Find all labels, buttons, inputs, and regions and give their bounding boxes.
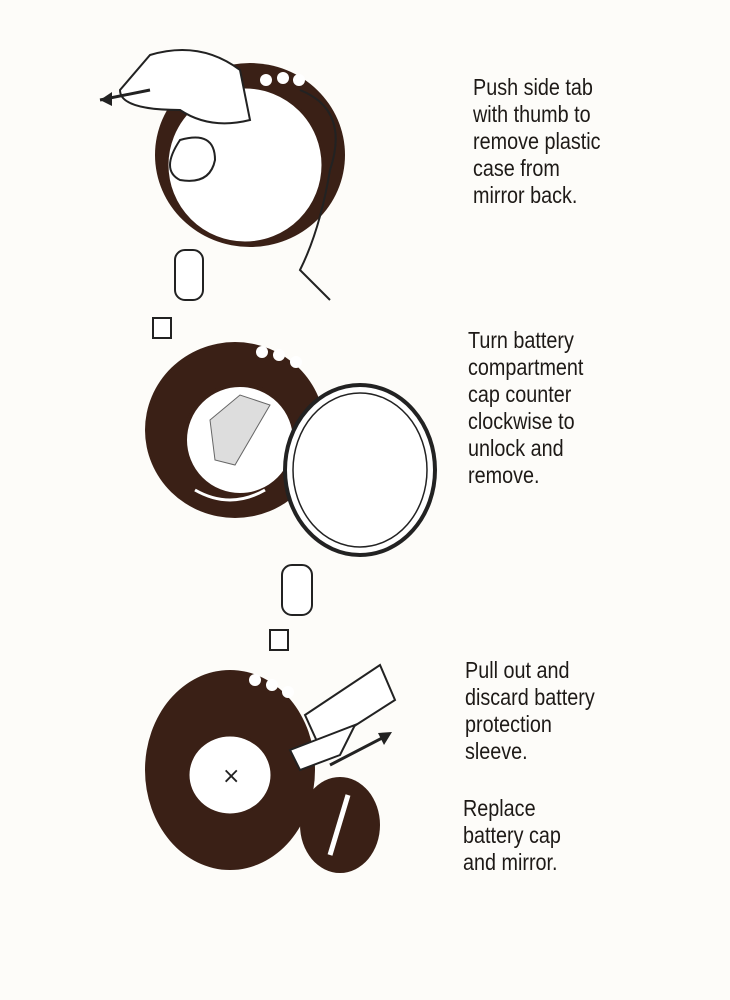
text-line: battery cap (463, 822, 561, 848)
text-line: Replace (463, 795, 536, 821)
step-3-instruction: Pull out and discard battery protection … (465, 657, 595, 765)
text-line: sleeve. (465, 738, 528, 764)
step-2-instruction: Turn battery compartment cap counter clo… (468, 327, 583, 489)
illustration-battery-cap (145, 342, 437, 651)
text-line: Turn battery (468, 327, 574, 353)
text-line: Pull out and (465, 657, 570, 683)
text-line: mirror back. (473, 182, 578, 208)
illustration-sleeve-removal: × (145, 663, 397, 873)
text-line: discard battery (465, 684, 595, 710)
text-line: protection (465, 711, 552, 737)
text-line: compartment (468, 354, 584, 380)
text-line: remove. (468, 462, 540, 488)
text-line: Push side tab (473, 74, 593, 100)
text-line: remove plastic (473, 128, 601, 154)
text-line: case from (473, 155, 560, 181)
text-line: unlock and (468, 435, 564, 461)
step-4-instruction: Replace battery cap and mirror. (463, 795, 561, 876)
text-line: with thumb to (473, 101, 591, 127)
text-line: clockwise to (468, 408, 575, 434)
arrow-icon (329, 733, 389, 767)
text-line: cap counter (468, 381, 572, 407)
step-1-instruction: Push side tab with thumb to remove plast… (473, 74, 601, 209)
svg-text:×: × (222, 764, 240, 789)
illustration-remove-case (99, 49, 345, 339)
text-line: and mirror. (463, 849, 558, 875)
